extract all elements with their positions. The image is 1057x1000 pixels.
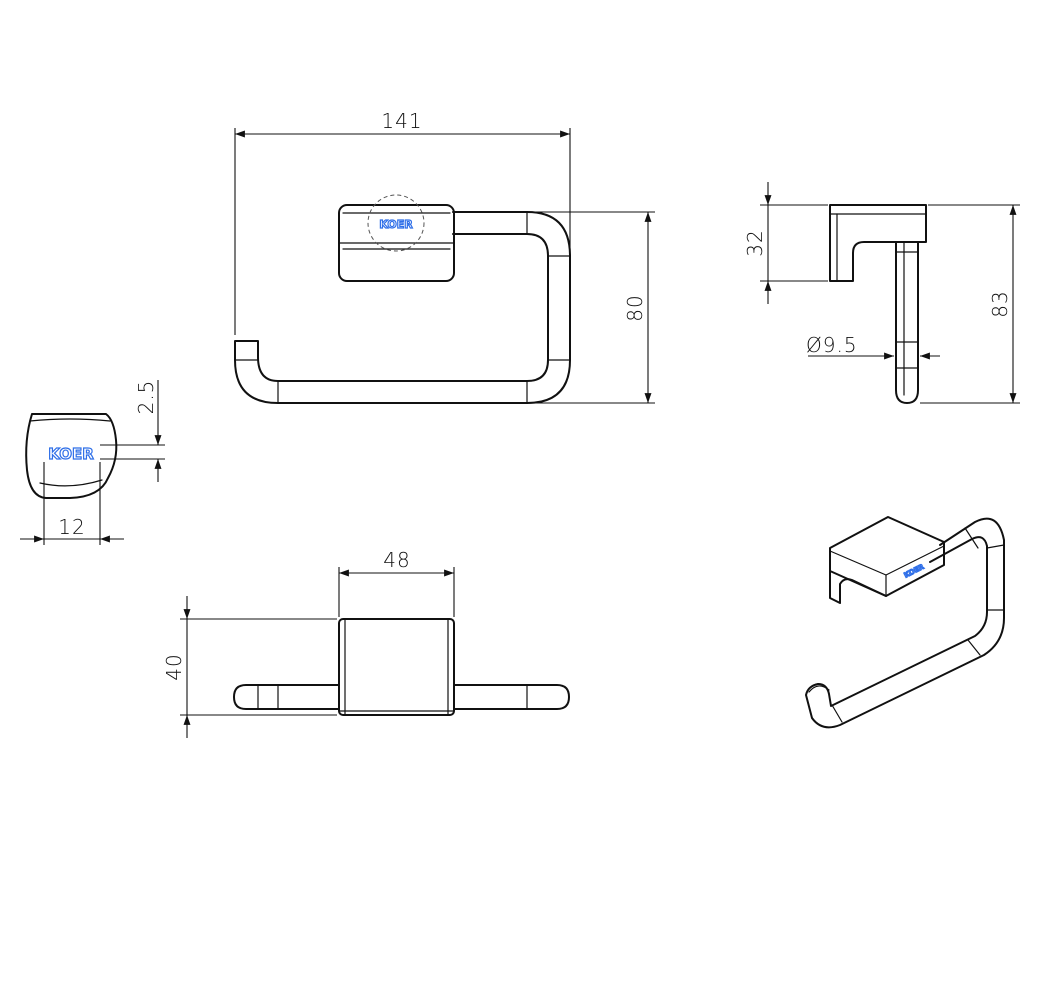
dim-height-32: 32 <box>743 229 767 256</box>
side-rod <box>895 241 919 404</box>
detail-view: KOER 2.5 12 <box>20 380 165 545</box>
front-view: KOER 141 80 <box>234 109 655 404</box>
top-base-block <box>338 618 455 716</box>
dim-depth-40: 40 <box>162 653 186 680</box>
iso-base-block <box>829 516 945 597</box>
detail-outline <box>25 413 118 499</box>
dim-width-48: 48 <box>383 548 410 572</box>
front-bar-outer <box>234 211 571 404</box>
dim-width-141: 141 <box>381 109 422 133</box>
top-rod-left <box>233 684 340 710</box>
iso-bar <box>805 517 1005 729</box>
side-bracket <box>829 204 927 282</box>
dim-height-80: 80 <box>623 294 647 321</box>
isometric-view: KOER <box>805 516 1005 729</box>
dim-width-12: 12 <box>58 515 85 539</box>
dim-diameter: Ø9.5 <box>806 333 858 357</box>
detail-callout-circle <box>367 194 425 252</box>
dim-offset-2-5: 2.5 <box>134 380 158 415</box>
top-view: 48 40 <box>162 548 570 738</box>
front-logo: KOER <box>379 218 413 231</box>
detail-logo: KOER <box>48 445 94 463</box>
dim-height-83: 83 <box>988 290 1012 317</box>
top-rod-right <box>453 684 570 710</box>
side-view: 32 Ø9.5 83 <box>743 182 1020 404</box>
